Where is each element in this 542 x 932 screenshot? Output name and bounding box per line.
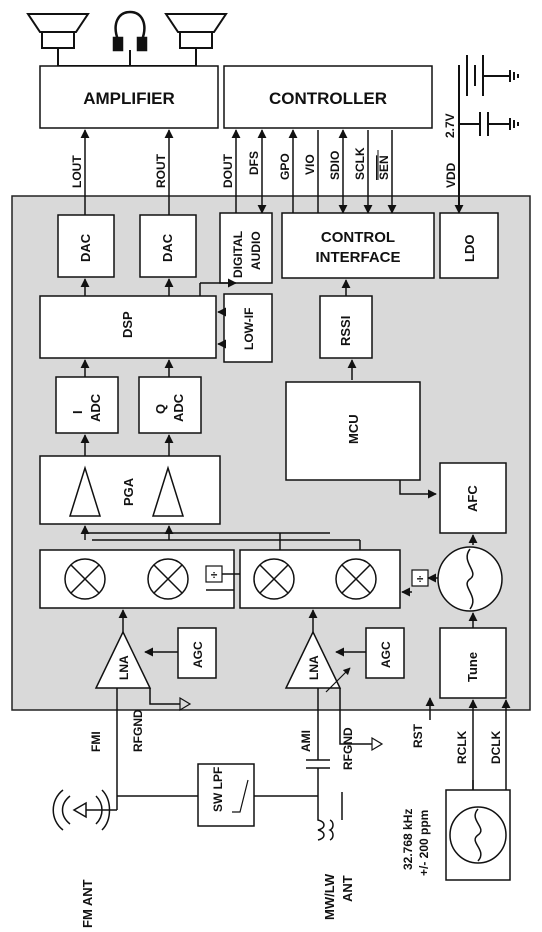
label-fm-ant: FM ANT [80,879,95,928]
label-rfgnd-am: RFGND [341,727,355,770]
label-vio: VIO [303,154,317,175]
label-dfs: DFS [247,151,261,175]
low-if-label: LOW-IF [242,308,256,350]
label-sdio: SDIO [328,151,342,180]
right-speaker-icon [164,13,228,66]
dac-right-block [139,214,197,278]
headphones-icon [112,10,148,52]
oscillator-icon [449,806,507,864]
vco-icon [437,546,503,612]
label-sen: SEN [377,155,391,180]
label-dout: DOUT [221,153,235,188]
sw-lpf-block [197,763,255,827]
fm-mixer-group [39,549,235,609]
label-dclk: DCLK [489,730,503,764]
sw-lpf-label: SW LPF [211,767,225,812]
dac-left-block [57,214,115,278]
lna-am-triangle [284,630,342,689]
label-fmi: FMI [89,731,103,752]
label-mwlw-ant-1: MW/LW [322,873,337,920]
adc-i-label-2: ADC [88,393,103,422]
controller-block [223,65,433,129]
mixer-icon [335,558,377,600]
label-rclk: RCLK [455,730,469,764]
pga-label: PGA [121,477,136,506]
adc-q-block [138,376,202,434]
mcu-label: MCU [346,414,361,444]
left-speaker-icon [26,13,90,66]
amplifier-label: AMPLIFIER [83,89,175,108]
divider-1-label: ÷ [211,568,218,582]
pga-block [39,455,221,525]
digital-audio-label-2: AUDIO [249,231,263,270]
control-interface-label-1: CONTROL [321,229,395,246]
tune-block [439,627,507,699]
dac-left-label: DAC [78,233,93,262]
agc-am-label: AGC [379,641,393,668]
label-rfgnd-fm: RFGND [131,709,145,752]
adc-q-label-1: Q [153,404,168,414]
ldo-label: LDO [462,235,477,262]
tune-label: Tune [465,652,480,682]
control-interface-label-2: INTERFACE [315,249,400,266]
label-rout: ROUT [154,153,168,188]
adc-q-label-2: ADC [171,393,186,422]
dac-right-label: DAC [160,233,175,262]
rssi-label: RSSI [338,316,353,346]
label-rst: RST [411,723,425,748]
label-xtal-tol: +/- 200 ppm [417,810,431,876]
agc-am-block [365,627,405,679]
ldo-block [439,212,499,279]
capacitor-symbol [459,112,519,136]
fm-antenna-icon [52,789,117,831]
label-gpo: GPO [278,153,292,180]
dsp-label: DSP [120,311,135,338]
digital-audio-label-1: DIGITAL [231,231,245,278]
label-lout: LOUT [70,155,84,188]
dsp-block [39,295,217,359]
divider-2-label: ÷ [417,572,424,586]
agc-fm-block [177,627,217,679]
label-ami: AMI [299,730,313,752]
adc-i-label-1: I [70,410,85,414]
mwlw-antenna-coil-icon [317,792,343,841]
controller-label: CONTROLLER [269,89,387,108]
battery-symbol [458,55,519,205]
low-if-block [223,293,273,363]
mixer-icon [64,558,106,600]
rssi-block [319,295,373,359]
mixer-icon [147,558,189,600]
mixer-icon [253,558,295,600]
lna-am-label: LNA [307,655,321,680]
label-xtal-freq: 32.768 kHz [401,809,415,870]
label-vdd: VDD [444,162,458,188]
label-mwlw-ant-2: ANT [340,875,355,902]
label-2-7v: 2.7V [443,113,457,138]
mcu-block [285,381,421,481]
lna-fm-label: LNA [117,655,131,680]
afc-block [439,462,507,534]
adc-i-block [55,376,119,434]
afc-label: AFC [465,485,480,512]
lna-fm-triangle [94,630,152,689]
label-sclk: SCLK [353,147,367,180]
control-interface-block [281,212,435,279]
digital-audio-block [219,212,273,284]
amplifier-block [39,65,219,129]
agc-fm-label: AGC [191,641,205,668]
